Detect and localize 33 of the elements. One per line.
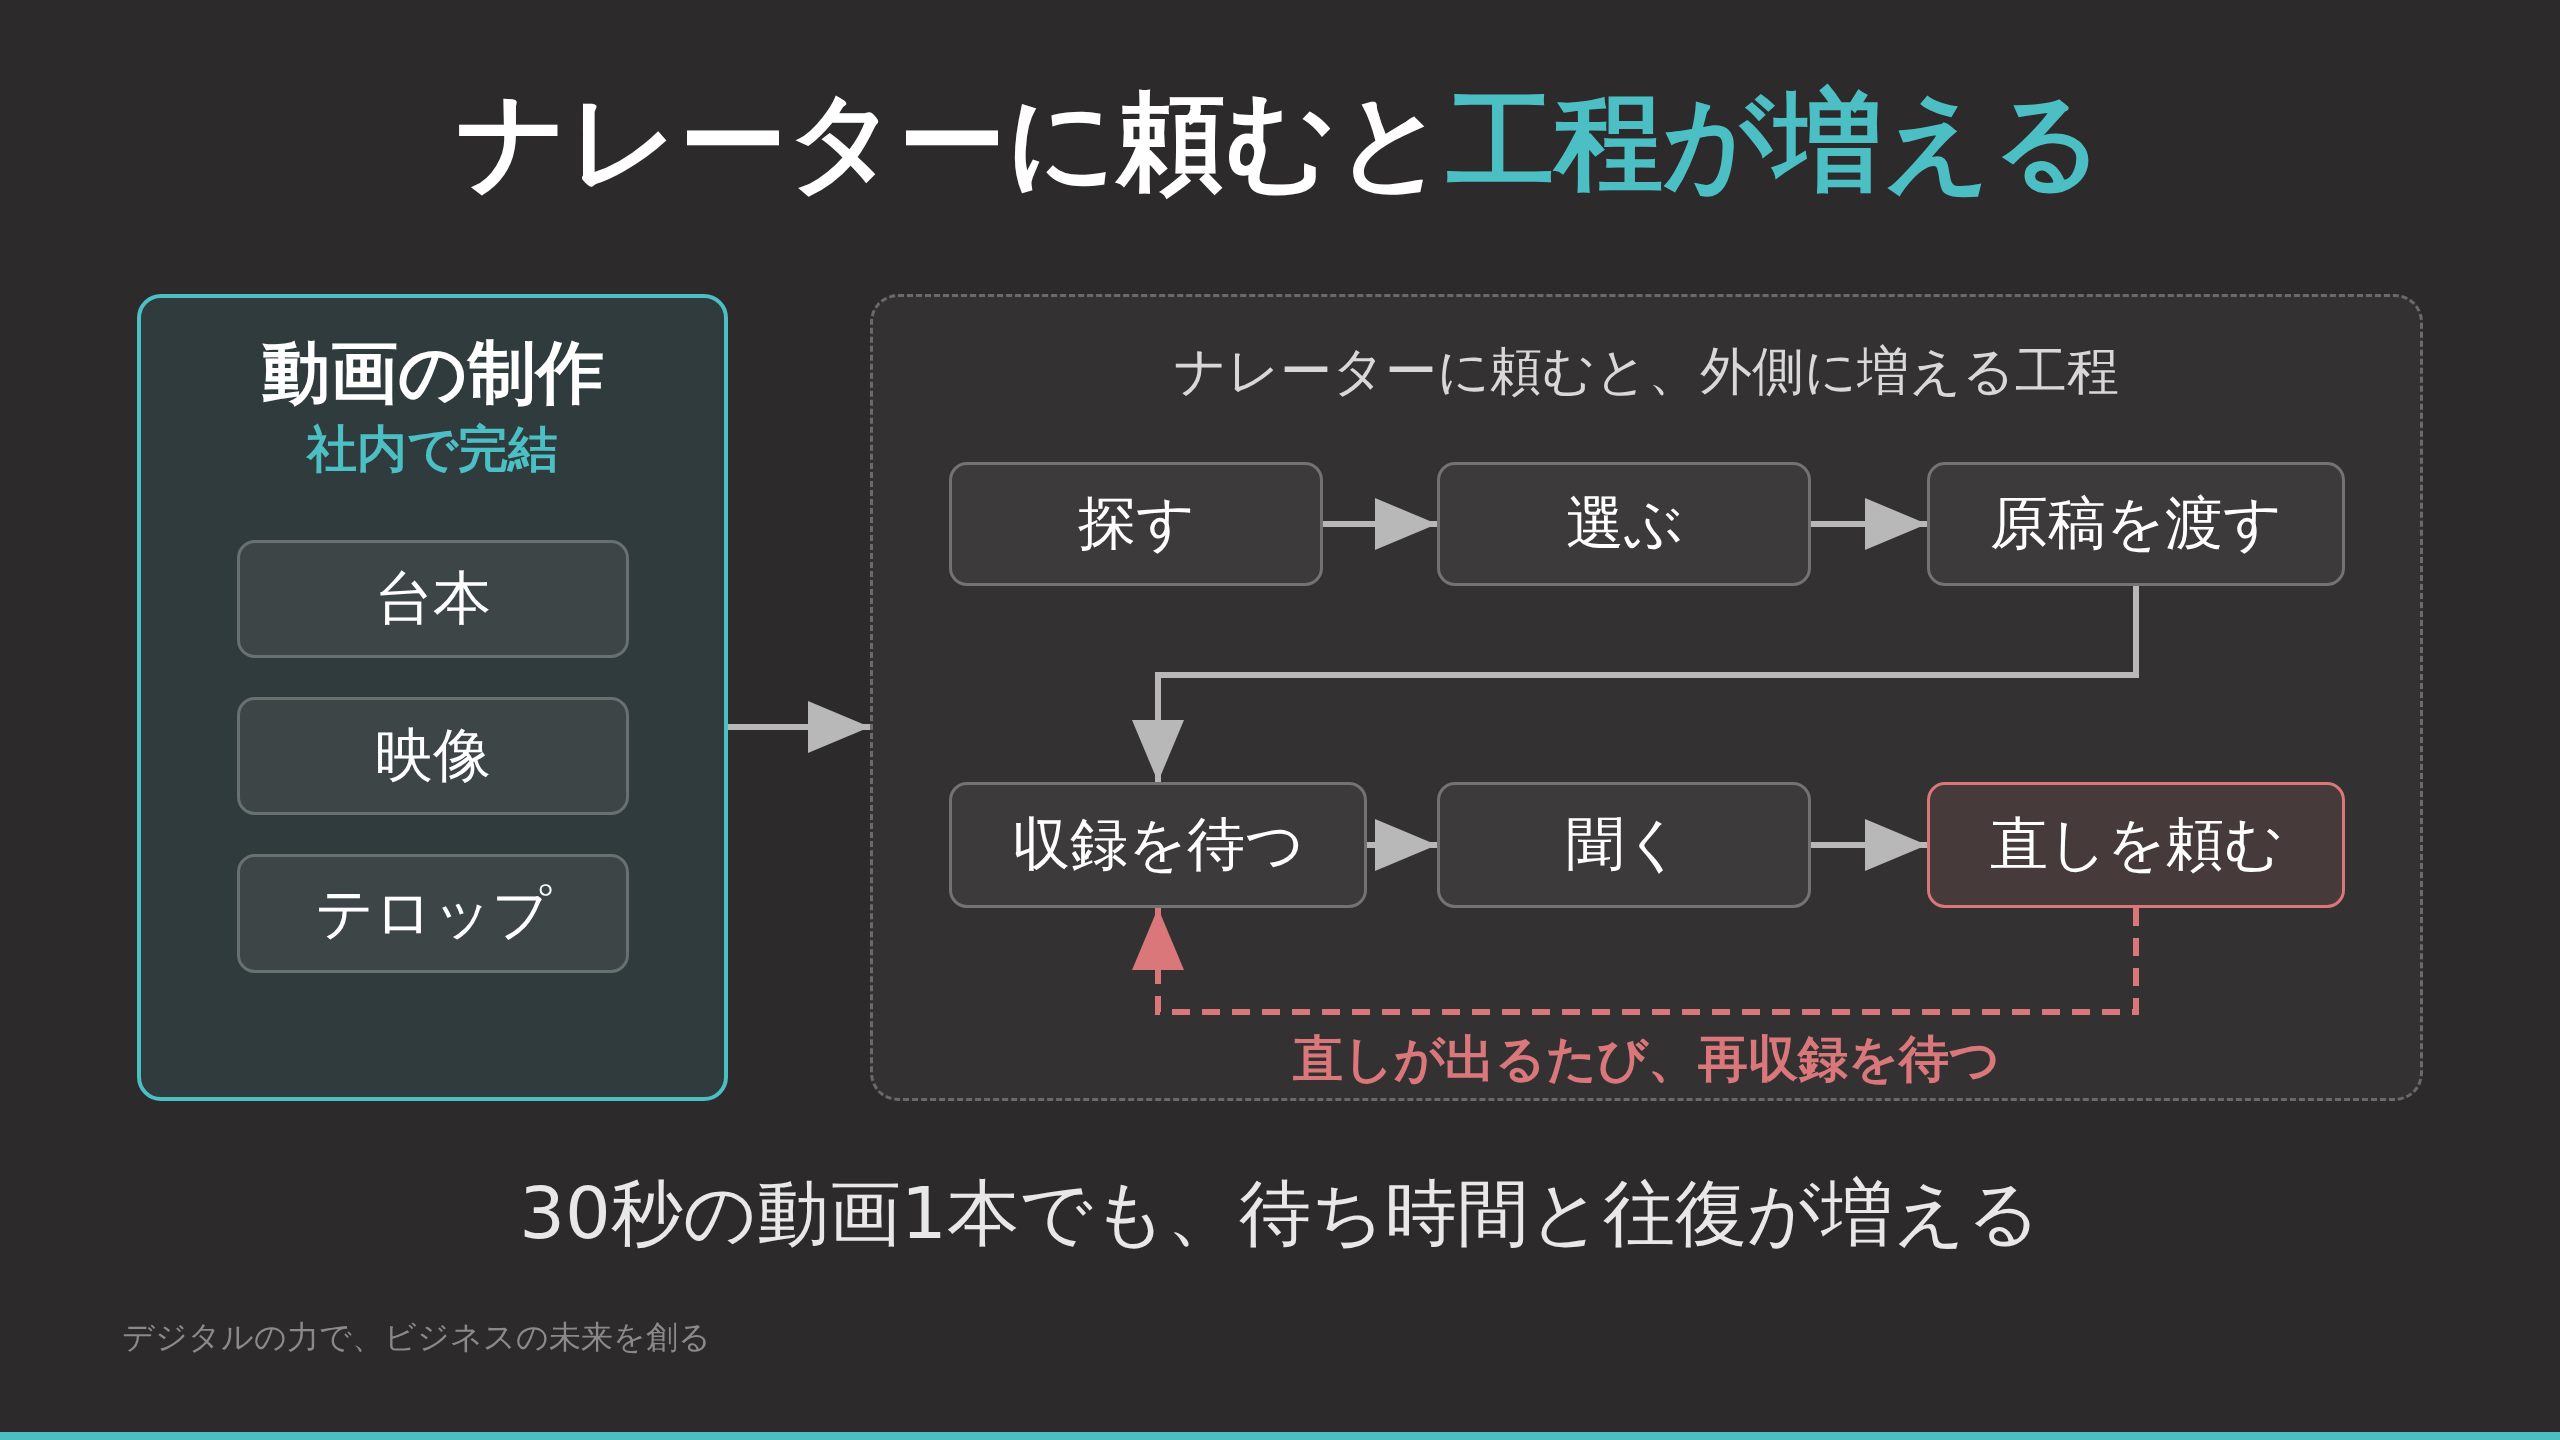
step-label: 映像	[375, 720, 491, 791]
process-box	[949, 782, 1367, 908]
title: ナレーターに頼むと工程が増える	[455, 78, 2105, 206]
step-label: 探す	[1077, 488, 1195, 559]
elbow-arrow	[1132, 586, 2139, 782]
step-label: 収録を待つ	[1012, 809, 1304, 880]
process-box	[949, 462, 1323, 586]
dashed-panel	[870, 294, 2423, 1101]
arrow	[728, 701, 870, 753]
step-label: テロップ	[315, 877, 551, 949]
step-label: 聞く	[1565, 809, 1683, 880]
panel-heading: ナレーターに頼むと、外側に増える工程	[1173, 340, 2120, 403]
step-label: 直しを頼む	[1989, 809, 2283, 880]
panel	[137, 294, 728, 1101]
process-box	[237, 540, 629, 658]
highlighted-process-box	[1927, 782, 2345, 908]
dashed-arrow	[1132, 908, 2139, 1015]
step-label: 選ぶ	[1565, 488, 1683, 559]
step-label: 台本	[375, 563, 491, 634]
step-label: 原稿を渡す	[1990, 488, 2282, 559]
panel-heading: 動画の制作	[260, 332, 605, 414]
tagline: デジタルの力で、ビジネスの未来を創る	[122, 1317, 711, 1358]
process-box	[237, 697, 629, 815]
process-box	[237, 854, 629, 973]
arrow	[1323, 498, 1437, 550]
process-box	[1437, 462, 1811, 586]
panel-subheading: 社内で完結	[305, 419, 559, 480]
process-box	[1437, 782, 1811, 908]
arrow	[1811, 498, 1927, 550]
arrow	[1367, 819, 1437, 871]
caption: 30秒の動画1本でも、待ち時間と往復が増える	[518, 1170, 2042, 1257]
arrow	[1811, 819, 1927, 871]
process-box	[1927, 462, 2345, 586]
